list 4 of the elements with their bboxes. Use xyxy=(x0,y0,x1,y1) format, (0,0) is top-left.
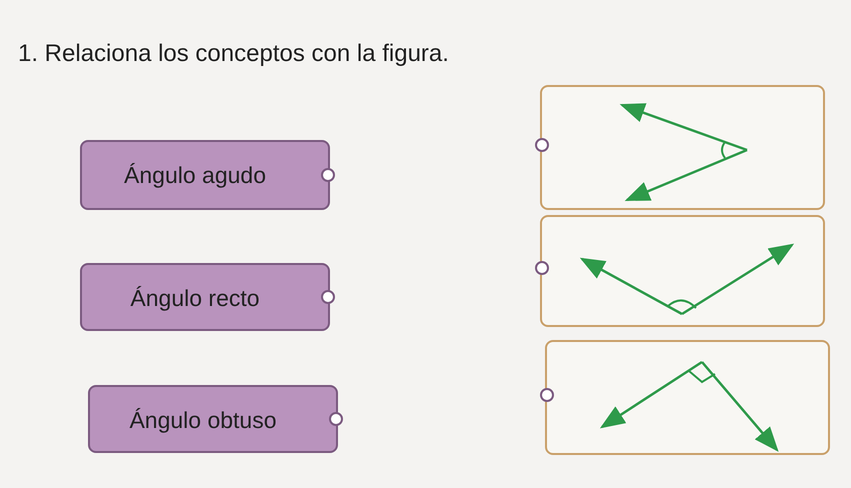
concept-label: Ángulo obtuso xyxy=(128,407,278,434)
concept-label: Ángulo recto xyxy=(129,285,261,312)
question-text: 1. Relaciona los conceptos con la figura. xyxy=(18,40,449,68)
concept-label: Ángulo agudo xyxy=(123,162,267,189)
